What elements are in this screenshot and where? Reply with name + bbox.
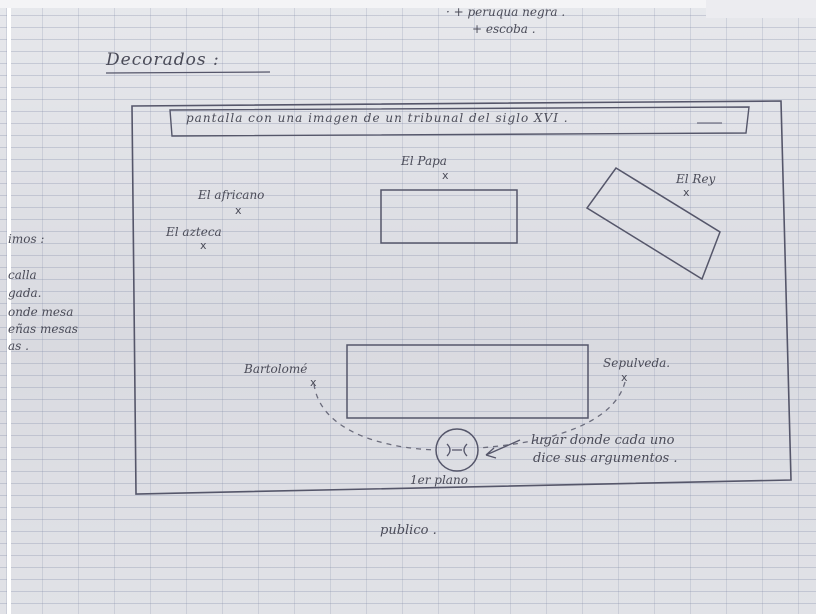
audience-label: publico . [380,523,437,538]
role-sepulveda: Sepulveda. [603,356,671,370]
papa-position-mark: x [442,169,449,182]
bartolome-position-mark: x [310,376,317,389]
africano-position-mark: x [235,204,242,217]
role-bartolome: Bartolomé [244,362,308,376]
corner-glare [706,0,816,18]
margin-fragment-4: onde mesa [8,305,74,319]
margin-fragment-3: gada. [8,286,42,300]
path-right [477,381,626,449]
screen-box [169,106,750,137]
note-arrow [485,439,521,459]
sepulveda-position-mark: x [621,371,628,384]
role-azteca: El azteca [166,225,222,239]
margin-fragment-1: imos : [8,232,45,246]
screen-label: pantalla con una imagen de un tribunal d… [186,111,569,125]
page-top-edge [0,0,816,8]
section-title: Decorados : [106,50,220,70]
header-item-wig: · + peruqua negra . [446,5,566,19]
spot-marker [446,443,468,457]
debate-table [346,344,589,419]
spot-note-line-1: lugar donde cada uno [531,433,675,448]
argument-spot [435,428,479,472]
header-item-broom: + escoba . [472,22,536,36]
pope-table [380,189,518,244]
role-africano: El africano [198,188,265,202]
role-rey: El Rey [676,172,716,186]
path-left [313,383,437,451]
king-table [585,166,721,281]
margin-fragment-2: calla [8,268,37,282]
azteca-position-mark: x [200,239,207,252]
title-underline [105,71,271,74]
stage-outline [131,100,792,495]
role-papa: El Papa [401,154,447,168]
spot-note-line-2: dice sus argumentos . [533,451,678,466]
rey-position-mark: x [683,186,690,199]
front-plane-label: 1er plano [410,473,468,487]
margin-fragment-5: eñas mesas [8,322,78,336]
margin-fragment-6: as . [8,339,29,353]
